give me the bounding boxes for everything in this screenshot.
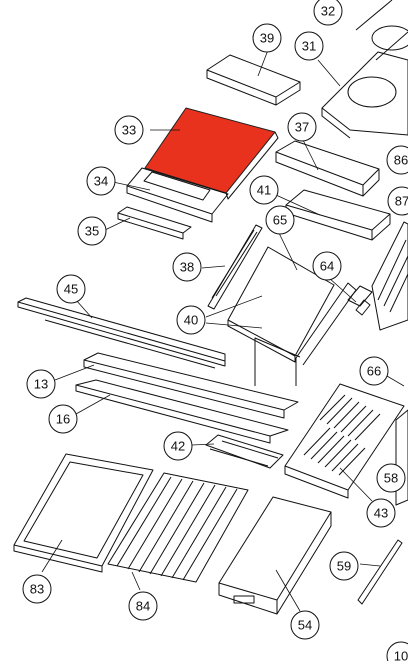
part-13-rail [83, 352, 299, 419]
svg-text:13: 13 [34, 377, 48, 392]
svg-text:83: 83 [30, 582, 44, 597]
part-83-tray [13, 453, 154, 573]
part-84-grate [107, 472, 249, 583]
part-34-frame [126, 167, 229, 223]
svg-text:65: 65 [273, 213, 287, 228]
svg-text:45: 45 [64, 282, 78, 297]
leader-lines [41, 49, 405, 612]
part-54-ash-pan [218, 496, 332, 615]
svg-text:42: 42 [171, 439, 185, 454]
svg-text:86: 86 [394, 153, 408, 168]
part-42-fitting [205, 434, 284, 469]
callout-43: 43 [366, 498, 396, 528]
callout-10: 10 [386, 641, 408, 661]
svg-text:59: 59 [337, 559, 351, 574]
part-87-frame [371, 221, 408, 331]
svg-text:32: 32 [321, 4, 335, 19]
part-37-plate [275, 140, 380, 197]
svg-text:87: 87 [395, 194, 408, 209]
svg-text:34: 34 [94, 174, 108, 189]
callout-64: 64 [312, 251, 342, 281]
callout-31: 31 [294, 31, 324, 61]
callout-86: 86 [386, 145, 408, 175]
callout-13: 13 [26, 369, 56, 399]
callout-16: 16 [48, 404, 78, 434]
callout-84: 84 [128, 591, 158, 621]
callout-45: 45 [56, 274, 86, 304]
part-16-rail [75, 379, 289, 444]
part-45-rail [17, 297, 226, 369]
svg-text:54: 54 [298, 618, 312, 633]
callout-34: 34 [86, 166, 116, 196]
callout-35: 35 [77, 216, 107, 246]
part-38-rod [207, 224, 263, 310]
callout-87: 87 [387, 186, 408, 216]
svg-text:31: 31 [302, 39, 316, 54]
svg-text:16: 16 [56, 412, 70, 427]
callout-38: 38 [172, 252, 202, 282]
callout-32: 32 [313, 0, 343, 26]
callout-66: 66 [359, 356, 389, 386]
callout-39: 39 [252, 23, 282, 53]
callout-59: 59 [329, 551, 359, 581]
callout-41: 41 [249, 175, 279, 205]
svg-text:35: 35 [85, 224, 99, 239]
callout-83: 83 [22, 574, 52, 604]
svg-text:58: 58 [384, 471, 398, 486]
callout-54: 54 [290, 610, 320, 640]
svg-text:64: 64 [320, 259, 334, 274]
svg-text:40: 40 [184, 313, 198, 328]
svg-text:41: 41 [257, 183, 271, 198]
svg-text:84: 84 [136, 599, 150, 614]
part-35-strip [117, 206, 192, 240]
svg-text:39: 39 [260, 31, 274, 46]
callout-58: 58 [376, 463, 406, 493]
part-31-top-plate [321, 0, 408, 139]
svg-text:43: 43 [374, 506, 388, 521]
part-43-grate [284, 383, 405, 499]
callout-42: 42 [163, 431, 193, 461]
callout-37: 37 [287, 112, 317, 142]
callout-40: 40 [176, 305, 206, 335]
part-64-clip [347, 285, 373, 316]
svg-text:66: 66 [367, 364, 381, 379]
svg-text:38: 38 [180, 260, 194, 275]
svg-text:10: 10 [394, 649, 408, 661]
part-39-bracket [206, 54, 301, 106]
part-59-bar [357, 539, 403, 605]
svg-text:33: 33 [122, 123, 136, 138]
svg-text:37: 37 [295, 120, 309, 135]
callout-33: 33 [114, 115, 144, 145]
callout-65: 65 [265, 205, 295, 235]
part-40-side-panel [227, 246, 357, 386]
